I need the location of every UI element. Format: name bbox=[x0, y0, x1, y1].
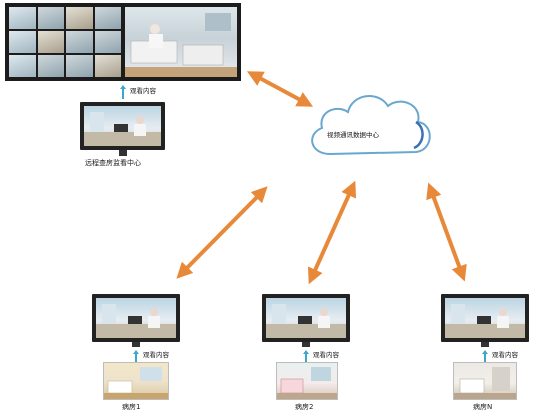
video-wall bbox=[5, 3, 241, 81]
arrow-cloud-to-ward1 bbox=[176, 186, 268, 279]
ward1-room-photo bbox=[103, 362, 169, 400]
ward1-label: 病房1 bbox=[122, 403, 141, 411]
wardN-room-photo bbox=[453, 362, 517, 400]
video-wall-ward-view bbox=[125, 7, 237, 77]
wardN-watch-label: 观看内容 bbox=[492, 351, 518, 359]
remote-center-label: 远程查房监看中心 bbox=[85, 159, 141, 167]
ward2-room-photo bbox=[276, 362, 338, 400]
cloud-icon bbox=[311, 95, 431, 156]
ward2-watch-label: 观看内容 bbox=[313, 351, 339, 359]
arrow-cloud-to-wardN bbox=[426, 182, 467, 282]
wardN-up-arrow-icon bbox=[482, 347, 488, 362]
ward2-up-arrow-icon bbox=[303, 347, 309, 362]
wardN-label: 病房N bbox=[473, 403, 493, 411]
remote-center-watch-label: 观看内容 bbox=[130, 87, 156, 95]
remote-center-monitor bbox=[80, 102, 165, 150]
video-wall-grid bbox=[9, 7, 121, 77]
wardN-monitor bbox=[441, 294, 529, 342]
ward1-up-arrow-icon bbox=[133, 347, 139, 362]
cloud-label: 视频通讯数据中心 bbox=[327, 131, 379, 139]
ward1-watch-label: 观看内容 bbox=[143, 351, 169, 359]
ward2-label: 病房2 bbox=[295, 403, 314, 411]
up-arrow-icon bbox=[120, 84, 126, 99]
arrow-wall-to-cloud bbox=[246, 71, 314, 107]
arrow-cloud-to-ward2 bbox=[307, 180, 357, 285]
ward2-monitor bbox=[262, 294, 350, 342]
ward1-monitor bbox=[92, 294, 180, 342]
